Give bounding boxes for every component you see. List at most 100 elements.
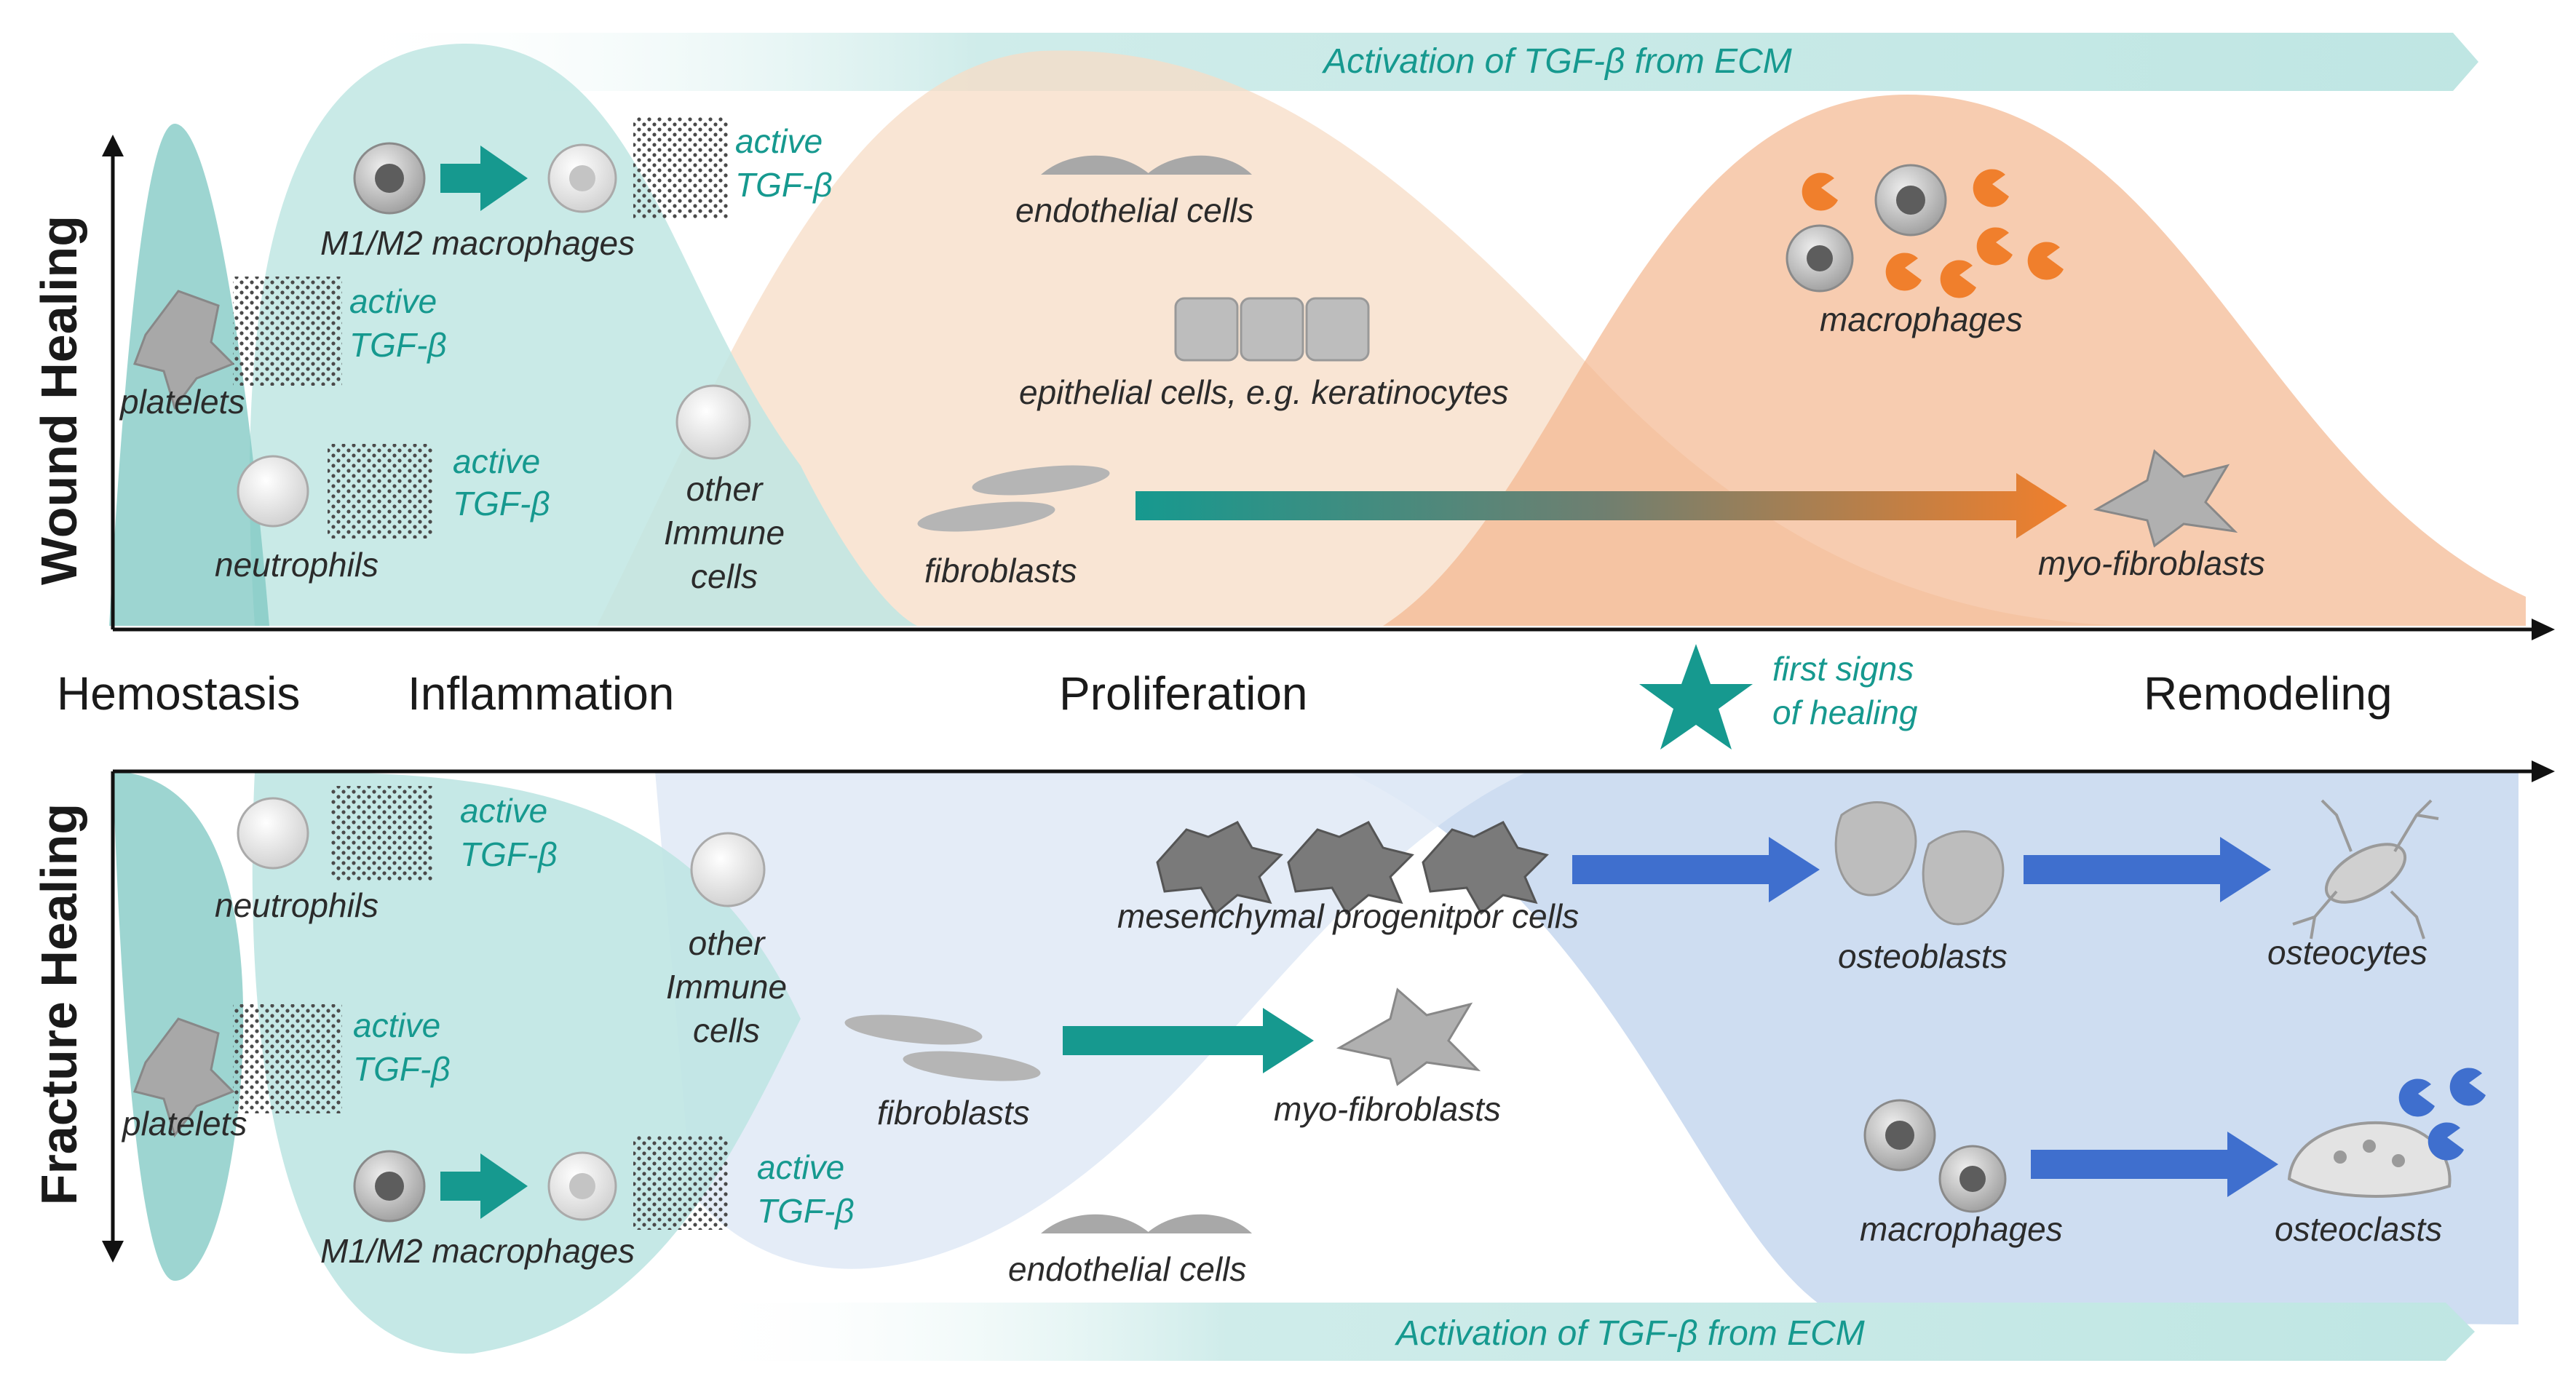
m1m2-macrophages-label-top: M1/M2 macrophages bbox=[320, 224, 635, 262]
fibroblast-icon-top-2 bbox=[917, 501, 1055, 532]
proliferation-region-bottom bbox=[655, 771, 1529, 1269]
fibroblast-to-myofibroblast-arrow-bottom bbox=[1063, 1008, 1314, 1073]
blue-fragment-icon-3 bbox=[2428, 1122, 2464, 1161]
m1-macrophage-nucleus-top bbox=[375, 164, 404, 193]
tgf-label-bottom-3: TGF-β bbox=[757, 1192, 855, 1230]
fibroblasts-label-bottom: fibroblasts bbox=[877, 1094, 1030, 1132]
mesenchymal-cell-icon-3 bbox=[1422, 821, 1549, 915]
fibroblast-icon-top-1 bbox=[972, 465, 1110, 496]
other-immune-label-bottom-3: cells bbox=[693, 1012, 760, 1049]
remodeling-region-bottom bbox=[1347, 771, 2518, 1324]
epithelial-cell-icon-1 bbox=[1174, 297, 1239, 362]
osteocyte-icon bbox=[2292, 799, 2439, 939]
other-immune-cell-icon-top bbox=[675, 384, 751, 460]
ecm-banner-bottom-label: Activation of TGF-β from ECM bbox=[1394, 1314, 1865, 1353]
other-immune-label-top-2: Immune bbox=[664, 514, 785, 552]
active-label-top-2: active bbox=[349, 282, 437, 320]
tgf-dots-bottom-1 bbox=[331, 786, 433, 881]
orange-fragment-icon-6 bbox=[1940, 260, 1976, 298]
phase-inflammation: Inflammation bbox=[408, 667, 674, 720]
neutrophils-label-top: neutrophils bbox=[215, 546, 379, 584]
orange-fragment-icon-2 bbox=[1973, 169, 2009, 207]
macrophage-nucleus-top-1 bbox=[1896, 186, 1925, 215]
myofibroblasts-label-bottom: myo-fibroblasts bbox=[1274, 1090, 1501, 1128]
fracture-healing-axis-label: Fracture Healing bbox=[31, 803, 87, 1205]
fibroblast-to-myofibroblast-arrow-top bbox=[1136, 473, 2067, 538]
endothelial-label-top: endothelial cells bbox=[1015, 191, 1253, 229]
blue-fragment-icon-1 bbox=[2398, 1078, 2435, 1117]
tgf-label-bottom-1: TGF-β bbox=[460, 835, 558, 873]
epithelial-cell-icon-3 bbox=[1305, 297, 1370, 362]
endothelial-label-bottom: endothelial cells bbox=[1008, 1250, 1246, 1288]
active-label-bottom-2: active bbox=[353, 1006, 440, 1044]
mesenchymal-cell-icon-2 bbox=[1287, 821, 1414, 915]
orange-fragment-icon-3 bbox=[1976, 227, 2013, 266]
endothelial-cell-icon-top-2 bbox=[1146, 155, 1252, 175]
phase-remodeling: Remodeling bbox=[2144, 667, 2393, 720]
macrophage-nucleus-top-2 bbox=[1807, 245, 1833, 271]
macrophages-label-top: macrophages bbox=[1820, 301, 2023, 338]
x-axis-bottom-arrowhead bbox=[2532, 760, 2555, 782]
blue-fragment-icon-2 bbox=[2449, 1068, 2486, 1106]
osteoblasts-label: osteoblasts bbox=[1838, 937, 2008, 975]
tgf-dots-top-2 bbox=[233, 277, 342, 386]
phase-proliferation: Proliferation bbox=[1059, 667, 1308, 720]
epithelial-cell-icon-2 bbox=[1240, 297, 1304, 362]
m2-macrophage-nucleus-bottom bbox=[569, 1173, 595, 1199]
active-label-bottom-1: active bbox=[460, 792, 547, 830]
osteoclast-nucleus-1 bbox=[2334, 1150, 2347, 1164]
osteoblast-to-osteocyte-arrow bbox=[2024, 837, 2271, 902]
orange-fragment-icon-1 bbox=[1802, 172, 1838, 211]
macrophage-nucleus-bottom-1 bbox=[1885, 1121, 1914, 1150]
other-immune-label-bottom-1: other bbox=[689, 924, 766, 962]
m1-macrophage-nucleus-bottom bbox=[375, 1172, 404, 1201]
first-signs-label-2: of healing bbox=[1772, 694, 1918, 731]
myofibroblasts-label-top: myo-fibroblasts bbox=[2038, 544, 2265, 582]
myofibroblast-icon-top bbox=[2093, 449, 2238, 548]
m1m2-macrophages-label-bottom: M1/M2 macrophages bbox=[320, 1232, 635, 1270]
macrophages-label-bottom: macrophages bbox=[1860, 1210, 2063, 1248]
endothelial-cell-icon-bottom-2 bbox=[1146, 1214, 1252, 1233]
platelets-label-top: platelets bbox=[119, 383, 245, 421]
macrophage-arrow-top bbox=[440, 146, 528, 211]
mesenchymal-label: mesenchymal progenitpor cells bbox=[1117, 897, 1579, 935]
fibroblast-icon-bottom-1 bbox=[844, 1014, 983, 1045]
y-axis-bottom-arrowhead bbox=[102, 1241, 124, 1263]
tgf-dots-bottom-3 bbox=[633, 1135, 728, 1230]
other-immune-label-top-1: other bbox=[686, 470, 764, 508]
osteoblast-icon-2 bbox=[1922, 830, 2005, 926]
endothelial-cell-icon-bottom-1 bbox=[1041, 1214, 1150, 1233]
active-label-bottom-3: active bbox=[757, 1148, 844, 1186]
tgf-label-top-2: TGF-β bbox=[349, 326, 447, 364]
first-signs-star-icon bbox=[1639, 644, 1753, 750]
tgf-dots-top-3 bbox=[328, 444, 433, 538]
platelets-label-bottom: platelets bbox=[121, 1105, 247, 1142]
ecm-banner-bottom bbox=[691, 1303, 2475, 1361]
y-axis-top-arrowhead bbox=[102, 135, 124, 156]
other-immune-cell-icon-bottom bbox=[690, 832, 766, 907]
neutrophil-icon-top bbox=[237, 455, 309, 528]
active-label-top-1: active bbox=[735, 122, 823, 160]
macrophage-to-osteoclast-arrow bbox=[2031, 1132, 2278, 1197]
other-immune-label-top-3: cells bbox=[691, 557, 758, 595]
phase-hemostasis: Hemostasis bbox=[57, 667, 300, 720]
osteoblast-icon-1 bbox=[1834, 801, 1917, 897]
osteocytes-label: osteocytes bbox=[2267, 934, 2428, 971]
neutrophil-icon-bottom bbox=[237, 797, 309, 870]
macrophage-arrow-bottom bbox=[440, 1153, 528, 1219]
fibroblast-icon-bottom-2 bbox=[903, 1051, 1041, 1081]
ecm-banner-top-label: Activation of TGF-β from ECM bbox=[1321, 42, 1792, 81]
platelet-icon-bottom bbox=[133, 1017, 235, 1138]
macrophage-nucleus-bottom-2 bbox=[1959, 1166, 1986, 1192]
tgf-label-top-3: TGF-β bbox=[453, 485, 550, 522]
first-signs-label-1: first signs bbox=[1772, 650, 1914, 688]
other-immune-label-bottom-2: Immune bbox=[666, 968, 787, 1006]
myofibroblast-icon-bottom bbox=[1336, 987, 1481, 1086]
fibroblasts-label-top: fibroblasts bbox=[924, 552, 1077, 589]
orange-fragment-icon-5 bbox=[1885, 253, 1922, 291]
tgf-label-top-1: TGF-β bbox=[735, 166, 833, 204]
mesenchymal-cell-icon-1 bbox=[1156, 821, 1283, 915]
tgf-label-bottom-2: TGF-β bbox=[353, 1050, 451, 1088]
